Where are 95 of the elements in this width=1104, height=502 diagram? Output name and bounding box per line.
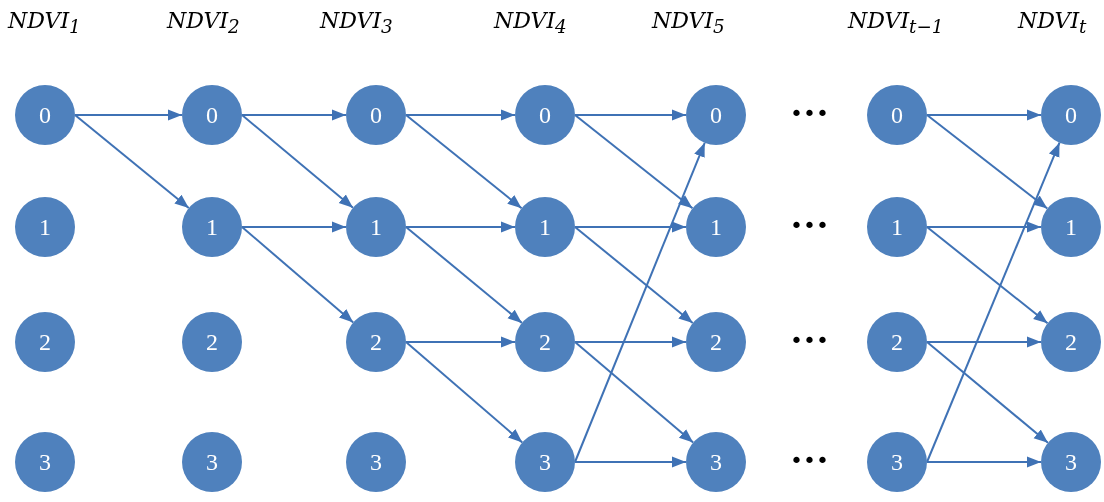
state-circle [182,85,242,145]
arrow [405,336,516,348]
state-number: 1 [370,213,382,241]
ellipsis: ••• [790,448,829,473]
state-number: 2 [39,328,51,356]
state-circle [1041,85,1101,145]
state-number: 0 [39,101,51,129]
arrow [926,226,1049,325]
arrow [405,109,516,121]
state-circle [346,197,406,257]
state-circle [1041,432,1101,492]
arrow [926,114,1049,210]
state-circle [15,312,75,372]
state-circle [686,432,746,492]
column-heading: NDVI$_{2}$ [167,8,240,38]
state-number: 2 [1065,328,1077,356]
state-number: 1 [39,213,51,241]
column-heading: NDVI$_{1}$ [8,8,81,38]
ellipsis: ••• [790,213,829,238]
state-number: 1 [891,213,903,241]
state-number: 1 [539,213,551,241]
state-circle [15,432,75,492]
arrow [74,114,190,209]
arrow [74,109,183,121]
arrow [574,141,706,463]
state-number: 2 [710,328,722,356]
state-circle [515,85,575,145]
arrow [574,341,695,444]
state-number: 0 [370,101,382,129]
state-number: 3 [39,448,51,476]
state-circle [346,85,406,145]
arrow [241,221,347,233]
state-circle [1041,197,1101,257]
arrow [241,109,347,121]
state-circle [346,432,406,492]
column-heading: NDVI$_{5}$ [652,8,725,38]
state-number: 0 [710,101,722,129]
state-number: 3 [1065,448,1077,476]
state-circle [15,197,75,257]
ellipsis: ••• [790,328,829,353]
state-number: 1 [1065,213,1077,241]
arrow [926,336,1042,348]
ellipsis: ••• [790,101,829,126]
arrow [405,226,523,324]
state-circle [686,197,746,257]
state-number: 1 [710,213,722,241]
state-circle [867,197,927,257]
state-number: 0 [539,101,551,129]
arrow [574,456,687,468]
column-heading: NDVI$_{t}$ [1018,8,1087,38]
arrow [574,114,694,210]
state-circle [182,432,242,492]
state-number: 2 [891,328,903,356]
state-circle [1041,312,1101,372]
state-number: 2 [370,328,382,356]
arrow [574,336,687,348]
arrow [574,221,687,233]
arrow [574,109,687,121]
column-heading: NDVI$_{4}$ [494,8,567,38]
state-circle [515,197,575,257]
arrow [926,456,1042,468]
state-number: 3 [891,448,903,476]
column-heading: NDVI$_{3}$ [320,8,393,38]
state-number: 3 [206,448,218,476]
state-number: 1 [206,213,218,241]
state-number: 0 [891,101,903,129]
state-circle [515,312,575,372]
arrow [574,226,694,325]
arrow [405,341,524,444]
state-circle [182,197,242,257]
arrow [926,341,1049,444]
state-circle [686,312,746,372]
state-circle [867,432,927,492]
state-number: 3 [710,448,722,476]
arrow [926,109,1042,121]
state-circle [515,432,575,492]
state-circle [346,312,406,372]
arrow [241,114,354,209]
arrow [405,114,523,210]
state-number: 3 [539,448,551,476]
column-heading: NDVI$_{t−1}$ [848,8,944,38]
state-circle [686,85,746,145]
state-circle [182,312,242,372]
state-number: 2 [539,328,551,356]
state-circle [15,85,75,145]
state-number: 0 [1065,101,1077,129]
arrow [241,226,355,324]
arrow [926,141,1061,463]
state-number: 2 [206,328,218,356]
state-circle [867,85,927,145]
arrow [405,221,516,233]
arrow [926,221,1042,233]
state-circle [867,312,927,372]
state-number: 3 [370,448,382,476]
state-number: 0 [206,101,218,129]
